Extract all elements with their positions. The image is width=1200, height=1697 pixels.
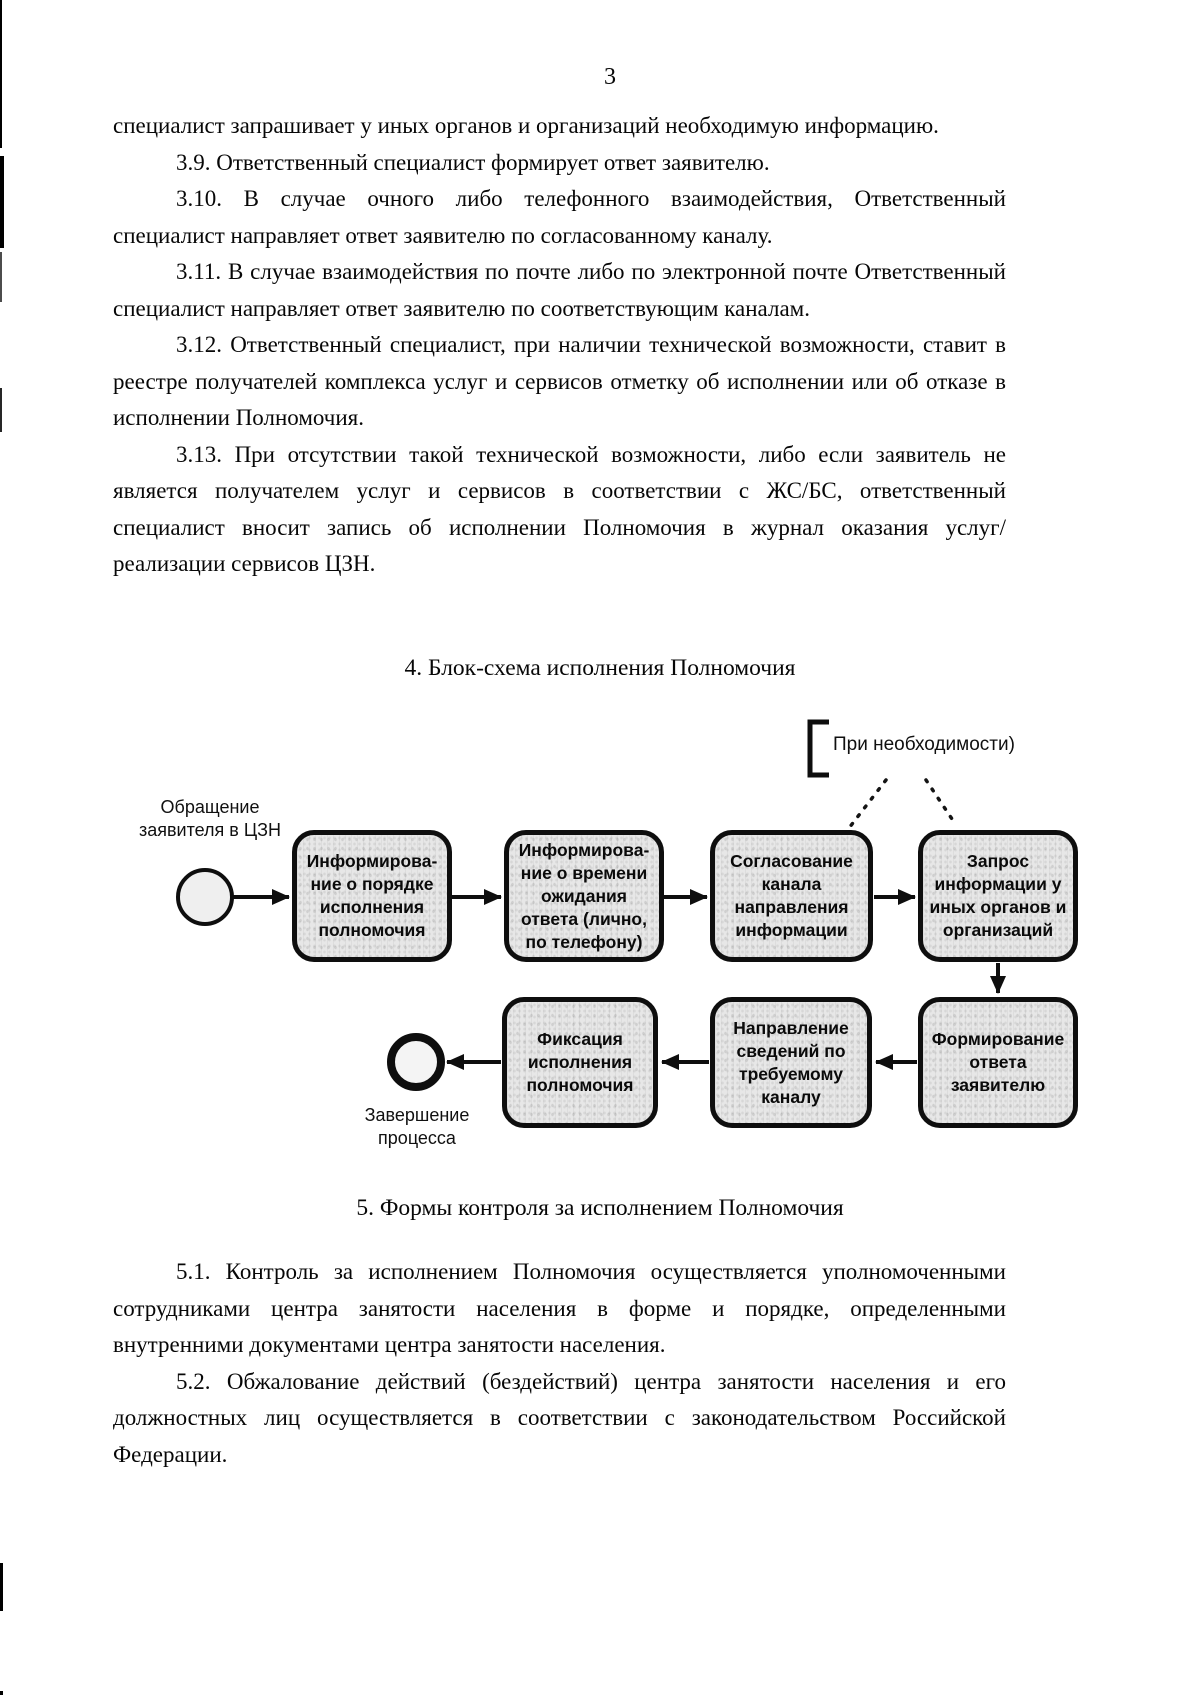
scan-artifact xyxy=(0,388,2,432)
page-number: 3 xyxy=(604,64,616,90)
start-event-label: Обращение заявителя в ЦЗН xyxy=(138,797,282,840)
end-event-label: Завершение процесса xyxy=(364,1105,470,1148)
flowchart-block-scheme: При необходимости) Обращение заявителя в… xyxy=(0,700,1200,1180)
paragraph-3-13: 3.13. При отсутствии такой технической в… xyxy=(113,441,1006,577)
paragraph-3-10: 3.10. В случае очного либо телефонного в… xyxy=(113,186,1006,248)
paragraph-5-1: 5.1. Контроль за исполнением Полномочия … xyxy=(113,1259,1006,1357)
flow-node-request-info: Запрос информации у иных органов и орган… xyxy=(918,830,1078,962)
section3-text: специалист запрашивает у иных органов и … xyxy=(113,108,1006,583)
paragraph-3-9: 3.9. Ответственный специалист формирует … xyxy=(176,149,770,175)
scan-artifact xyxy=(0,0,2,148)
paragraph-5-2: 5.2. Обжалование действий (бездействий) … xyxy=(113,1368,1006,1467)
dashed-connector xyxy=(847,778,888,830)
start-event-circle xyxy=(176,868,234,926)
paragraph-3-11: 3.11. В случае взаимодействия по почте л… xyxy=(113,259,1006,321)
flow-node-form-answer: Формирование ответа заявителю xyxy=(918,997,1078,1128)
flow-node-inform-waiting: Информирова- ние о времени ожидания отве… xyxy=(504,830,664,962)
flow-node-fix-execution: Фиксация исполнения полномочия xyxy=(502,997,658,1128)
paragraph-3-8-continuation: специалист запрашивает у иных органов и … xyxy=(113,113,939,138)
section5-text: 5.1. Контроль за исполнением Полномочия … xyxy=(113,1254,1006,1473)
section5-heading: 5. Формы контроля за исполнением Полномо… xyxy=(356,1195,844,1221)
flowchart-connectors xyxy=(176,719,1006,1091)
section4-heading: 4. Блок-схема исполнения Полномочия xyxy=(404,655,796,681)
scan-artifact xyxy=(0,156,4,248)
end-event-circle xyxy=(387,1033,445,1091)
scan-artifact xyxy=(0,252,2,302)
flow-node-agree-channel: Согласование канала направления информац… xyxy=(710,830,873,962)
paragraph-3-12: 3.12. Ответственный специалист, при нали… xyxy=(113,332,1006,430)
flow-node-inform-order: Информирова- ние о порядке исполнения по… xyxy=(292,830,452,962)
bracket-icon xyxy=(807,719,829,778)
scan-artifact xyxy=(0,1563,3,1611)
flow-node-send-info: Направление сведений по требуемому канал… xyxy=(710,997,872,1128)
condition-note-label: При необходимости) xyxy=(833,734,1015,755)
scan-artifact xyxy=(0,1691,3,1695)
dashed-connector xyxy=(924,778,958,827)
